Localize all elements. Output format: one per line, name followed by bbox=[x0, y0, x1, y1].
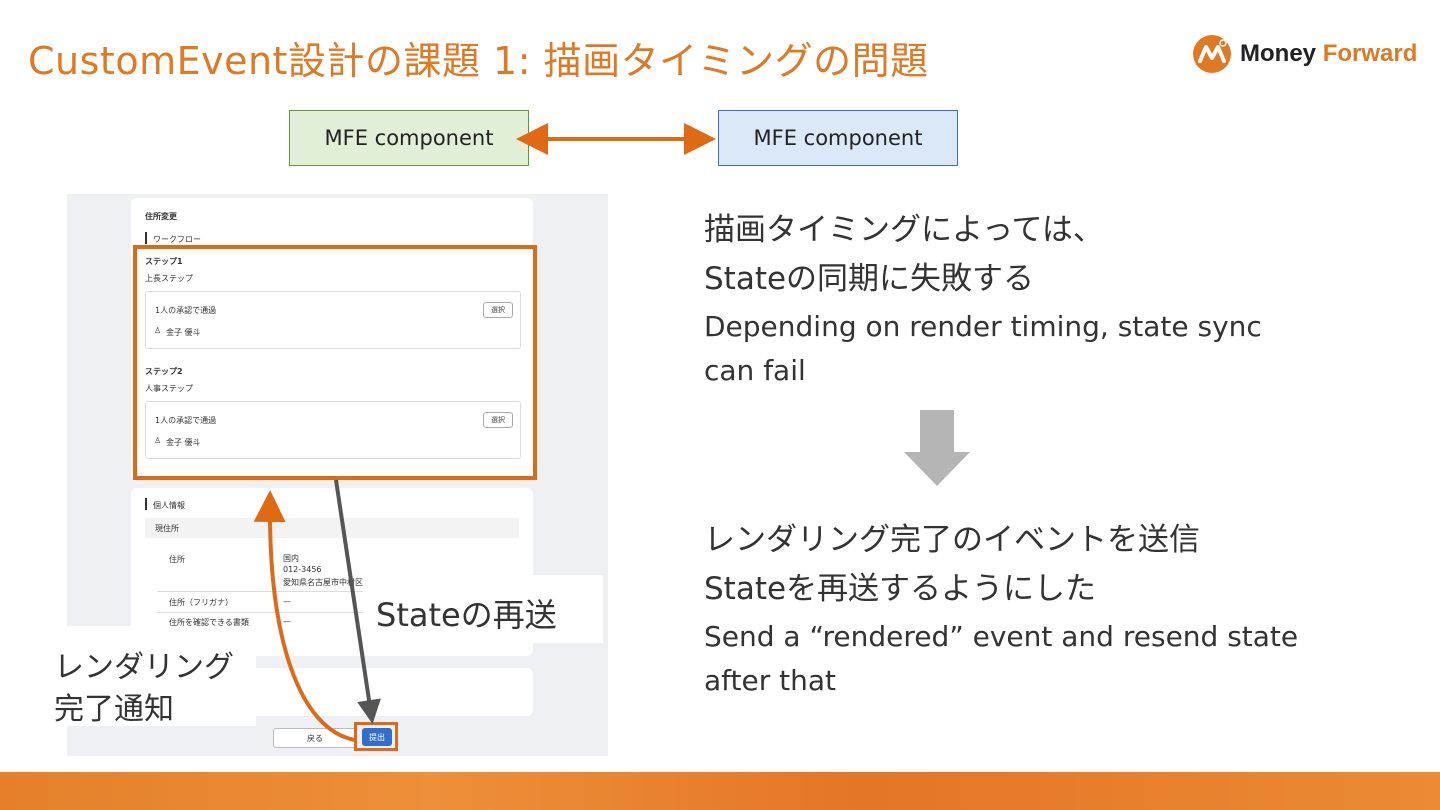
render-done-callout-line2: 完了通知 bbox=[54, 692, 174, 727]
mfe-component-left: MFE component bbox=[289, 110, 529, 166]
solution-en-line1: Send a “rendered” event and resend state bbox=[704, 620, 1299, 653]
step-approval-box bbox=[145, 291, 521, 349]
mfe-component-right: MFE component bbox=[718, 110, 958, 166]
problem-jp-line2: Stateの同期に失敗する bbox=[704, 261, 1035, 297]
document-label: 住所を確認できる書類 bbox=[169, 618, 249, 627]
problem-jp-line1: 描画タイミングによっては、 bbox=[704, 212, 1104, 248]
step-approval-box bbox=[145, 401, 521, 459]
assignee-name: 金子 優斗 bbox=[166, 328, 201, 337]
problem-en-line2: can fail bbox=[704, 354, 806, 387]
problem-en-line1: Depending on render timing, state sync bbox=[704, 310, 1262, 343]
money-forward-logo: Money Forward bbox=[1192, 34, 1417, 74]
furigana-label: 住所（フリガナ） bbox=[169, 598, 233, 607]
address-line: 国内 bbox=[283, 554, 299, 563]
submit-highlight-frame bbox=[354, 722, 398, 751]
logo-word-money: Money bbox=[1240, 40, 1317, 67]
resend-callout-bg bbox=[363, 575, 603, 643]
logo-mark-icon bbox=[1193, 35, 1231, 73]
step-subtitle: 人事ステップ bbox=[145, 384, 193, 393]
select-button[interactable]: 選択 bbox=[483, 302, 513, 318]
resend-callout: Stateの再送 bbox=[376, 596, 557, 634]
footer-band bbox=[0, 772, 1440, 810]
workflow-divider bbox=[145, 232, 147, 244]
approval-rule: 1人の承認で通過 bbox=[155, 306, 217, 315]
solution-en-line2: after that bbox=[704, 664, 837, 697]
down-arrow-icon bbox=[904, 410, 970, 486]
submit-button[interactable]: 提出 bbox=[362, 728, 392, 746]
address-line: 愛知県名古屋市中村区名 bbox=[283, 578, 371, 587]
address-label: 住所 bbox=[169, 555, 185, 564]
slide-title: CustomEvent設計の課題 1: 描画タイミングの問題 bbox=[28, 39, 929, 83]
address-line: 012-3456 bbox=[283, 565, 322, 574]
logo-text: Money Forward bbox=[1240, 40, 1417, 68]
document-value: — bbox=[283, 617, 291, 626]
personal-info-title: 個人情報 bbox=[153, 501, 185, 510]
section-title: 住所変更 bbox=[145, 212, 177, 221]
workflow-highlight-frame bbox=[133, 245, 537, 480]
select-button[interactable]: 選択 bbox=[483, 412, 513, 428]
back-button[interactable]: 戻る bbox=[273, 728, 357, 748]
render-done-callout-bg bbox=[40, 626, 256, 726]
render-done-callout-line1: レンダリング bbox=[54, 650, 234, 685]
step-title: ステップ1 bbox=[145, 257, 183, 266]
user-icon: ♙ bbox=[154, 436, 162, 445]
solution-jp-line2: Stateを再送するようにした bbox=[704, 571, 1097, 607]
workflow-label: ワークフロー bbox=[153, 235, 201, 244]
personal-info-divider bbox=[145, 498, 147, 510]
logo-word-forward: Forward bbox=[1322, 40, 1418, 67]
subsection-header bbox=[145, 518, 519, 538]
user-icon: ♙ bbox=[154, 326, 162, 335]
step-title: ステップ2 bbox=[145, 367, 183, 376]
furigana-value: — bbox=[283, 597, 291, 606]
subsection-title: 現住所 bbox=[155, 524, 179, 533]
approval-rule: 1人の承認で通過 bbox=[155, 416, 217, 425]
step-subtitle: 上長ステップ bbox=[145, 274, 193, 283]
solution-jp-line1: レンダリング完了のイベントを送信 bbox=[704, 522, 1200, 558]
assignee-name: 金子 優斗 bbox=[166, 438, 201, 447]
